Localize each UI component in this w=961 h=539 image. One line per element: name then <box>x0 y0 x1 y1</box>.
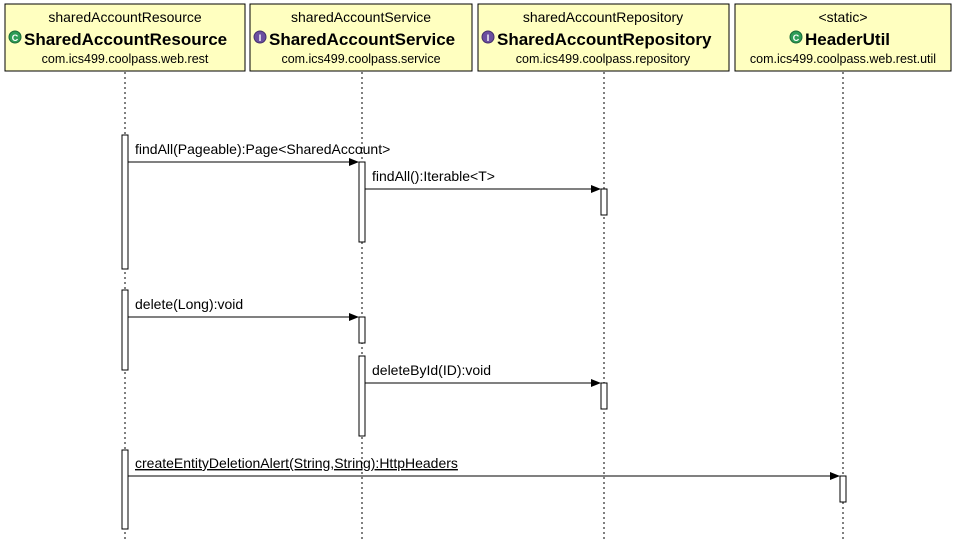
package-name: com.ics499.coolpass.web.rest.util <box>750 52 936 66</box>
activation-resource-2 <box>121 289 129 371</box>
message-label: createEntityDeletionAlert(String,String)… <box>135 455 458 471</box>
interface-icon: I <box>481 30 495 44</box>
package-name: com.ics499.coolpass.service <box>281 52 440 66</box>
activation-repository-1 <box>600 188 608 216</box>
package-name: com.ics499.coolpass.web.rest <box>42 52 209 66</box>
message-findall-iterable[interactable]: findAll():Iterable<T> <box>365 168 601 193</box>
activation-headerutil-1 <box>839 475 847 503</box>
package-name: com.ics499.coolpass.repository <box>516 52 691 66</box>
message-create-entity-deletion-alert[interactable]: createEntityDeletionAlert(String,String)… <box>128 455 840 480</box>
message-deletebyid[interactable]: deleteById(ID):void <box>365 362 601 387</box>
message-label: findAll():Iterable<T> <box>372 168 495 184</box>
activation-service-2 <box>358 316 366 344</box>
activation-service-1 <box>358 161 366 243</box>
svg-text:I: I <box>259 33 262 43</box>
instance-name: <static> <box>818 9 867 25</box>
type-name: SharedAccountService <box>269 30 455 49</box>
type-name: SharedAccountRepository <box>497 30 712 49</box>
lifeline-box-resource[interactable]: sharedAccountResource C SharedAccountRes… <box>4 3 246 72</box>
activation-resource-3 <box>121 449 129 530</box>
lifeline-box-repository[interactable]: sharedAccountRepository I SharedAccountR… <box>477 3 730 72</box>
instance-name: sharedAccountRepository <box>523 9 683 25</box>
message-label: findAll(Pageable):Page<SharedAccount> <box>135 141 390 157</box>
message-findall-pageable[interactable]: findAll(Pageable):Page<SharedAccount> <box>128 141 390 166</box>
type-name: HeaderUtil <box>805 30 890 49</box>
instance-name: sharedAccountService <box>291 9 431 25</box>
type-name: SharedAccountResource <box>24 30 227 49</box>
message-label: deleteById(ID):void <box>372 362 491 378</box>
interface-icon: I <box>253 30 267 44</box>
class-icon: C <box>789 30 803 44</box>
svg-text:I: I <box>487 33 490 43</box>
message-delete[interactable]: delete(Long):void <box>128 296 359 321</box>
activation-repository-2 <box>600 382 608 410</box>
lifeline-box-headerutil[interactable]: <static> C HeaderUtil com.ics499.coolpas… <box>734 3 952 72</box>
message-label: delete(Long):void <box>135 296 243 312</box>
activation-service-3 <box>358 355 366 437</box>
activation-resource-1 <box>121 134 129 270</box>
instance-name: sharedAccountResource <box>48 9 202 25</box>
lifeline-box-service[interactable]: sharedAccountService I SharedAccountServ… <box>249 3 473 72</box>
svg-text:C: C <box>12 33 19 43</box>
svg-text:C: C <box>793 33 800 43</box>
class-icon: C <box>8 30 22 44</box>
